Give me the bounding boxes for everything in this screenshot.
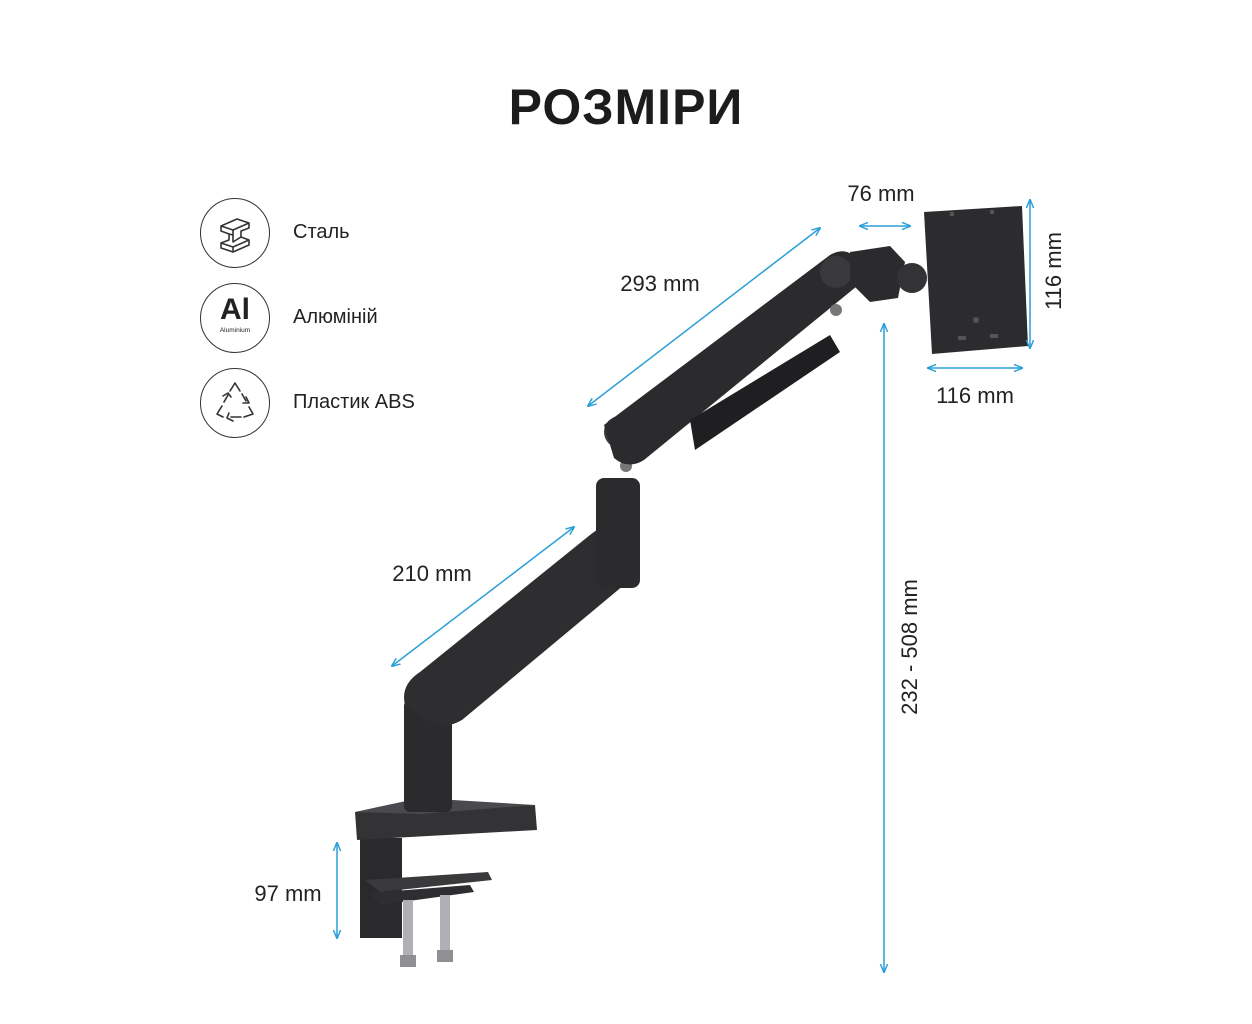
dim-line-lower-arm xyxy=(392,527,574,666)
elbow-joint xyxy=(596,478,640,588)
vesa-hole-center xyxy=(973,317,979,323)
aluminium-icon-text: Al xyxy=(220,293,250,326)
vesa-plate xyxy=(924,206,1028,354)
page-title: РОЗМІРИ xyxy=(508,79,744,135)
clamp-screw-left-head xyxy=(400,955,416,967)
recycle-icon xyxy=(200,368,270,438)
dim-label-plate-width: 116 mm xyxy=(936,383,1014,408)
feature-label-steel: Сталь xyxy=(293,221,350,243)
vesa-hole-1 xyxy=(950,212,954,216)
tilt-head xyxy=(850,246,905,302)
dim-label-height-range: 232 - 508 mm xyxy=(897,579,922,715)
aluminium-icon: Al Aluminium xyxy=(200,283,270,353)
clamp-jaw xyxy=(365,872,492,892)
vesa-hole-4 xyxy=(990,334,998,338)
dim-label-plate-height: 116 mm xyxy=(1041,232,1066,310)
arm-pole xyxy=(404,700,452,812)
head-joint-screw xyxy=(830,304,842,316)
dim-label-upper-arm: 293 mm xyxy=(620,271,699,296)
vesa-hole-2 xyxy=(990,210,994,214)
clamp-screw-left xyxy=(403,900,413,958)
desk-clamp xyxy=(360,838,492,967)
aluminium-icon-subtext: Aluminium xyxy=(219,327,251,334)
arm-base xyxy=(355,805,537,840)
vesa-hole-3 xyxy=(958,336,966,340)
dim-line-upper-arm xyxy=(588,228,820,406)
clamp-screw-right xyxy=(440,895,450,953)
clamp-screw-right-head xyxy=(437,950,453,962)
dim-label-lower-arm: 210 mm xyxy=(392,561,471,586)
dim-label-clamp: 97 mm xyxy=(254,881,321,906)
head-joint-cap xyxy=(820,256,852,288)
feature-label-abs: Пластик ABS xyxy=(293,391,415,413)
dim-label-plate-depth: 76 mm xyxy=(847,181,914,206)
feature-label-aluminium: Алюміній xyxy=(293,306,378,328)
steel-beam-icon xyxy=(200,198,270,268)
clamp-plate xyxy=(370,885,474,905)
tilt-knob xyxy=(897,263,927,293)
